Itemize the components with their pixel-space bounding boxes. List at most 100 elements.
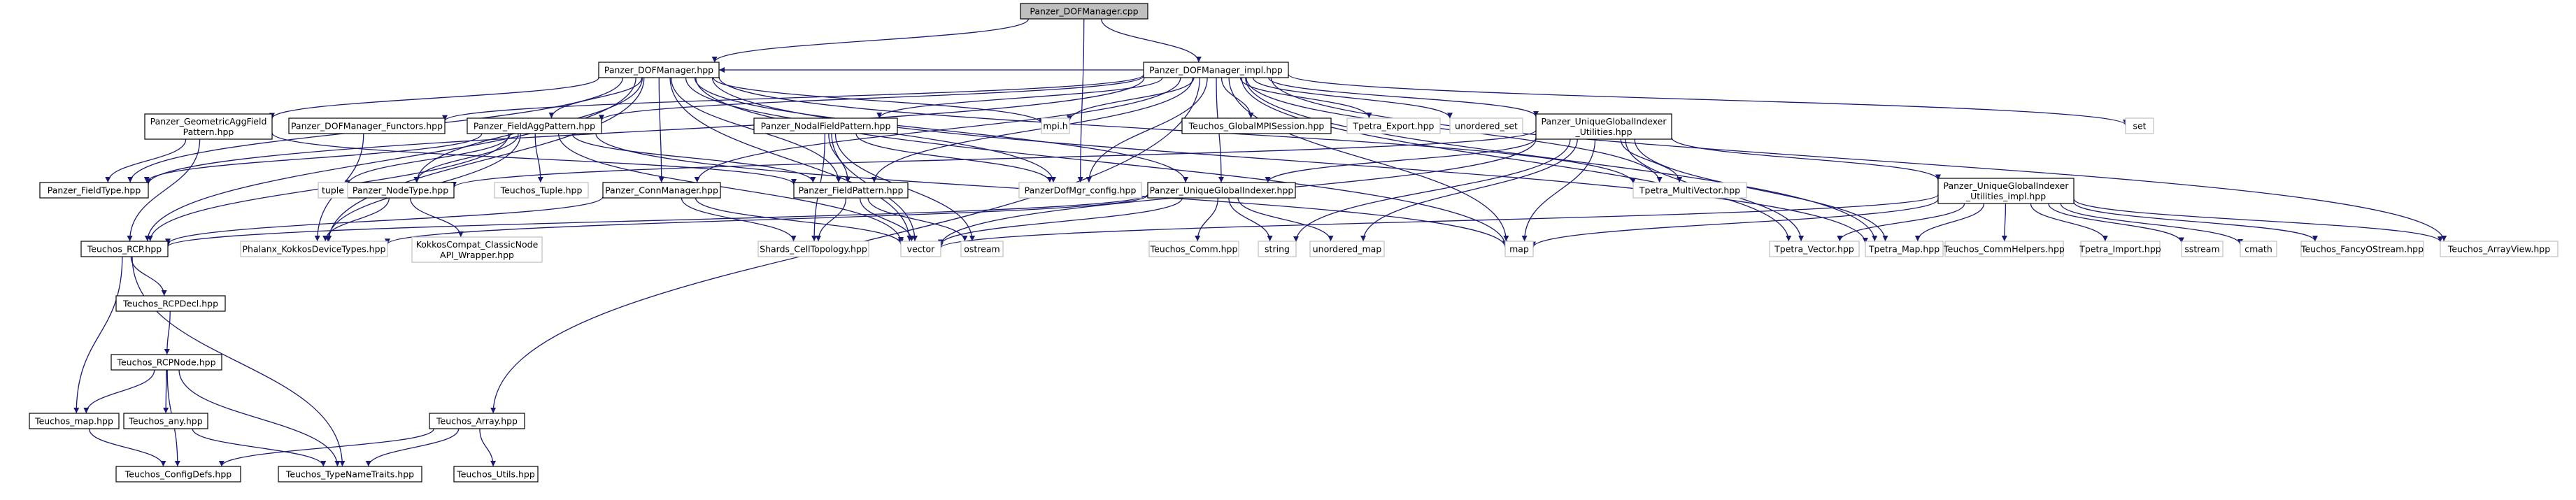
- edge-dofmgr_impl-to-functors: [442, 74, 1144, 122]
- node-box: [1937, 178, 2075, 204]
- node-label: Panzer_DOFManager_Functors.hpp: [291, 121, 443, 131]
- node-box: [494, 182, 589, 199]
- node-box: [753, 117, 898, 134]
- node-box: [2080, 241, 2161, 257]
- node-box: [318, 182, 348, 199]
- node-rcpnode[interactable]: Teuchos_RCPNode.hpp: [111, 354, 222, 371]
- node-shards: Shards_CellTopology.hpp: [757, 241, 869, 257]
- node-fieldagg[interactable]: Panzer_FieldAggPattern.hpp: [467, 117, 602, 134]
- node-label: Pattern.hpp: [183, 127, 234, 137]
- node-label: Teuchos_Comm.hpp: [1150, 244, 1238, 255]
- node-ugi[interactable]: Panzer_UniqueGlobalIndexer.hpp: [1147, 182, 1296, 199]
- node-label: Tpetra_Export.hpp: [1353, 121, 1435, 131]
- node-label: Teuchos_Array.hpp: [436, 416, 518, 427]
- node-nodetype[interactable]: Panzer_NodeType.hpp: [346, 182, 455, 199]
- node-box: [1041, 117, 1070, 134]
- node-label: ostream: [964, 244, 999, 255]
- node-label: Panzer_NodalFieldPattern.hpp: [761, 121, 891, 131]
- edge-fieldpattern-to-vector: [859, 197, 915, 242]
- node-box: [467, 117, 602, 134]
- node-label: Teuchos_FancyOStream.hpp: [2300, 244, 2424, 255]
- node-box: [1346, 117, 1441, 134]
- edge-ugi_util_impl-to-fancyostream: [2073, 201, 2318, 242]
- node-ugi_util_impl[interactable]: Panzer_UniqueGlobalIndexer_Utilities_imp…: [1937, 178, 2075, 204]
- edge-dofmgr-to-mpih: [713, 77, 1044, 124]
- node-box: [453, 466, 539, 483]
- edge-dofmgr-to-phalanx: [326, 77, 645, 242]
- edge-teuchosmap-to-configdefs: [88, 428, 166, 467]
- node-teuchosutils[interactable]: Teuchos_Utils.hpp: [453, 466, 539, 483]
- edge-connmgr-to-vector: [695, 197, 904, 245]
- edge-ugi_util_impl-to-map: [1530, 199, 1939, 248]
- edge-teuchosany-to-typenametraits: [192, 428, 327, 467]
- edge-ugi_util-to-multivector: [1620, 138, 1683, 183]
- node-box: [1865, 241, 1944, 257]
- node-teuchostuple: Teuchos_Tuple.hpp: [494, 182, 589, 199]
- node-label: vector: [907, 244, 936, 255]
- node-tuple: tuple: [318, 182, 348, 199]
- edge-root-to-dofmgr: [711, 18, 1030, 63]
- node-box: [757, 241, 869, 257]
- edge-fieldpattern-to-shards: [816, 197, 847, 242]
- edge-geomagg-to-teuchosrcp: [127, 138, 201, 242]
- node-box: [1018, 182, 1142, 199]
- edge-ugi_util-to-map: [1521, 138, 1596, 242]
- node-box: [111, 354, 222, 371]
- edge-ugi-to-unordered_map: [1237, 197, 1334, 242]
- node-label: Teuchos_TypeNameTraits.hpp: [285, 469, 414, 480]
- node-box: [1535, 113, 1672, 140]
- edge-dofmgr_impl-to-map: [1228, 77, 1509, 242]
- edge-dofmgr_impl-to-fieldagg: [599, 75, 1144, 121]
- node-nodalfield[interactable]: Panzer_NodalFieldPattern.hpp: [753, 117, 898, 134]
- node-tpetraimport: Tpetra_Import.hpp: [2079, 241, 2161, 257]
- edge-dofmgr-to-map: [695, 77, 1508, 246]
- node-box: [115, 295, 226, 312]
- node-connmgr[interactable]: Panzer_ConnManager.hpp: [602, 182, 721, 199]
- node-configdefs[interactable]: Teuchos_ConfigDefs.hpp: [115, 466, 241, 483]
- edge-teuchosrcp-to-typenametraits: [131, 256, 346, 467]
- node-label: Panzer_DOFManager.cpp: [1030, 6, 1138, 17]
- node-functors[interactable]: Panzer_DOFManager_Functors.hpp: [288, 117, 446, 134]
- edge-fieldagg-to-fieldpattern: [571, 133, 816, 183]
- node-teuchosarray[interactable]: Teuchos_Array.hpp: [429, 413, 525, 429]
- edge-ugi_util-to-ugi_util_impl: [1671, 137, 1941, 180]
- node-box: [288, 117, 446, 134]
- edge-dofmgr_impl-to-fieldtype: [145, 77, 1145, 185]
- node-typenametraits[interactable]: Teuchos_TypeNameTraits.hpp: [278, 466, 422, 483]
- node-box: [2181, 241, 2223, 257]
- edge-connmgr-to-shards: [681, 197, 797, 242]
- node-box: [240, 241, 388, 257]
- node-dofmgrconfig: PanzerDofMgr_config.hpp: [1018, 182, 1142, 199]
- node-commhelpers: Teuchos_CommHelpers.hpp: [1943, 241, 2065, 257]
- node-rcpdecl[interactable]: Teuchos_RCPDecl.hpp: [115, 295, 226, 312]
- node-fieldpattern[interactable]: Panzer_FieldPattern.hpp: [793, 182, 909, 199]
- node-label: Teuchos_RCP.hpp: [87, 244, 162, 255]
- node-teuchosmap[interactable]: Teuchos_map.hpp: [29, 413, 120, 429]
- node-dofmgr[interactable]: Panzer_DOFManager.hpp: [598, 62, 720, 78]
- node-ugi_util[interactable]: Panzer_UniqueGlobalIndexer_Utilities.hpp: [1535, 113, 1672, 140]
- node-box: [429, 413, 525, 429]
- node-teuchosrcp[interactable]: Teuchos_RCP.hpp: [80, 241, 169, 257]
- node-arrayview: Teuchos_ArrayView.hpp: [2440, 241, 2559, 257]
- node-teuchosany[interactable]: Teuchos_any.hpp: [123, 413, 208, 429]
- node-globalmpi[interactable]: Teuchos_GlobalMPISession.hpp: [1181, 117, 1332, 134]
- node-label: API_Wrapper.hpp: [440, 250, 514, 260]
- node-root[interactable]: Panzer_DOFManager.cpp: [1020, 3, 1148, 20]
- node-box: [598, 62, 720, 78]
- node-label: map: [1509, 244, 1529, 255]
- edge-nodetype-to-phalanx: [322, 197, 390, 242]
- dependency-nodes: Panzer_DOFManager.cppPanzer_DOFManager.h…: [29, 3, 2559, 483]
- node-fieldtype[interactable]: Panzer_FieldType.hpp: [39, 182, 149, 199]
- node-label: set: [2133, 121, 2146, 131]
- node-label: PanzerDofMgr_config.hpp: [1025, 185, 1137, 196]
- node-label: string: [1265, 244, 1290, 255]
- edge-ugi_util-to-nodetype: [451, 129, 1537, 188]
- node-multivector: Tpetra_MultiVector.hpp: [1632, 182, 1747, 199]
- edge-dofmgr-to-fieldagg: [548, 77, 643, 119]
- node-phalanx: Phalanx_KokkosDeviceTypes.hpp: [240, 241, 388, 257]
- node-dofmgr_impl[interactable]: Panzer_DOFManager_impl.hpp: [1143, 62, 1289, 78]
- edge-fieldagg-to-vector: [557, 133, 904, 243]
- node-box: [1769, 241, 1860, 257]
